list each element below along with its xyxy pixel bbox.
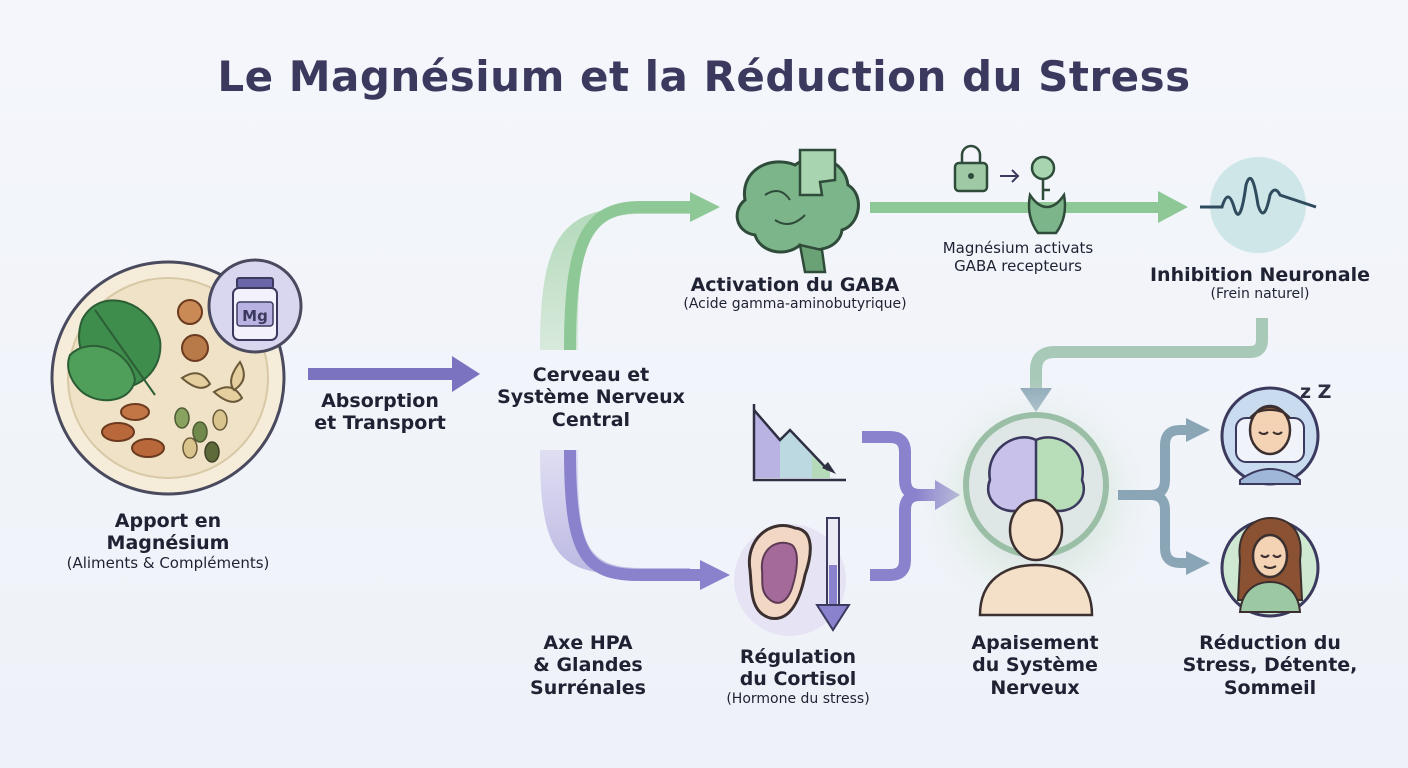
mg-badge-label: Mg [242, 307, 268, 325]
hpa-label: Axe HPA & Glandes Surrénales [510, 632, 666, 699]
absorption-label: Absorption et Transport [298, 390, 462, 435]
key-icon [1030, 155, 1056, 200]
absorption-line2: et Transport [314, 412, 446, 435]
calm-line3: Nerveux [990, 676, 1080, 699]
cns-line3: Central [551, 408, 631, 431]
small-arrow-icon [1000, 169, 1020, 183]
relaxed-woman-icon [1220, 516, 1320, 618]
hpa-line2: & Glandes [533, 654, 643, 677]
person-brain-icon [963, 412, 1109, 617]
gaba-label: Activation du GABA (Acide gamma-aminobut… [640, 274, 950, 313]
receptor-note-line1: Magnésium activats [942, 239, 1094, 257]
hpa-line1: Axe HPA [543, 632, 633, 654]
hpa-branch-arrow [540, 449, 730, 590]
cortisol-sub: (Hormone du stress) [726, 690, 870, 707]
outcome-line2: Stress, Détente, [1182, 654, 1358, 677]
intake-main-line2: Magnésium [106, 532, 230, 555]
intake-main-line1: Apport en [114, 510, 222, 532]
absorption-line1: Absorption [321, 390, 439, 412]
gaba-sub: (Acide gamma-aminobutyrique) [683, 296, 907, 313]
inhibition-main: Inhibition Neuronale [1149, 264, 1371, 286]
cns-line2: Système Nerveux [497, 386, 685, 409]
sleep-zz-text: z Z [1300, 381, 1331, 403]
inhibition-sub: (Frein naturel) [1210, 286, 1310, 303]
outcome-line3: Sommeil [1223, 676, 1317, 699]
calm-line1: Apaisement [971, 632, 1099, 654]
calm-label: Apaisement du Système Nerveux [940, 632, 1130, 699]
receptor-icon [1027, 191, 1067, 235]
down-arrow-icon [815, 517, 851, 632]
outcome-line1: Réduction du [1199, 632, 1341, 654]
decline-chart-icon [752, 404, 846, 482]
wave-icon [1200, 157, 1317, 253]
absorption-arrow [308, 356, 480, 392]
cns-label: Cerveau et Système Nerveux Central [476, 364, 706, 431]
page-title: Le Magnésium et la Réduction du Stress [217, 52, 1191, 101]
outcome-label: Réduction du Stress, Détente, Sommeil [1160, 632, 1380, 699]
calm-line2: du Système [972, 654, 1098, 677]
brain-puzzle-icon [735, 148, 860, 274]
outcome-arrows [1118, 418, 1210, 575]
cortisol-line1: Régulation [739, 646, 857, 668]
cortisol-line2: du Cortisol [739, 668, 857, 691]
cns-line1: Cerveau et [532, 364, 650, 386]
intake-label: Apport en Magnésium (Aliments & Compléme… [40, 510, 296, 573]
receptor-note: Magnésium activats GABA recepteurs [920, 239, 1116, 275]
hpa-line3: Surrénales [530, 676, 646, 699]
lock-icon [953, 144, 989, 193]
cortisol-label: Régulation du Cortisol (Hormone du stres… [700, 646, 896, 707]
gaba-branch-arrow [540, 192, 720, 351]
mg-bottle-icon [207, 258, 303, 354]
gaba-main: Activation du GABA [690, 274, 900, 296]
inhibition-label: Inhibition Neuronale (Frein naturel) [1140, 264, 1380, 303]
receptor-note-line2: GABA recepteurs [954, 256, 1082, 275]
sleeping-face-icon [1220, 386, 1320, 486]
intake-sub: (Aliments & Compléments) [66, 553, 270, 572]
gaba-to-inhibition-arrow [870, 191, 1188, 223]
